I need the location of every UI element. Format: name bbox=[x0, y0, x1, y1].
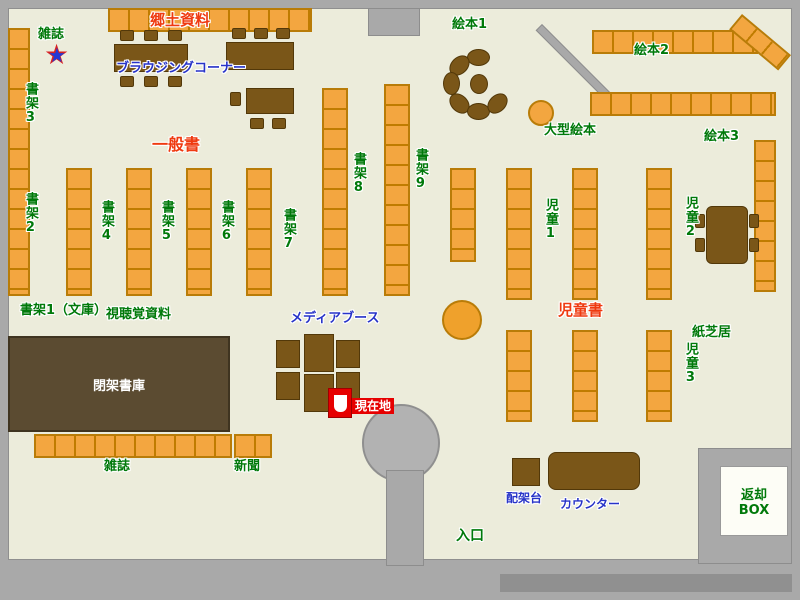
entrance-wall-stub bbox=[386, 470, 424, 566]
chair bbox=[232, 28, 246, 39]
chair bbox=[120, 76, 134, 87]
chair bbox=[168, 76, 182, 87]
children-table bbox=[706, 206, 748, 264]
picture-books-3-label: 絵本3 bbox=[704, 129, 740, 144]
current-location-booth bbox=[328, 388, 352, 418]
media-booth-seat bbox=[336, 340, 360, 368]
return-box-label-line2: BOX bbox=[738, 503, 770, 518]
children-1-label: 児童1 bbox=[542, 198, 558, 242]
shelf-5-label: 書架5 bbox=[158, 200, 174, 244]
shelf-1-bunko-label: 書架1（文庫） bbox=[20, 303, 108, 318]
shelf-unit-newspapers bbox=[234, 434, 272, 458]
stool bbox=[443, 72, 460, 95]
shelf-9-label: 書架9 bbox=[412, 148, 428, 192]
chair bbox=[695, 238, 705, 252]
browsing-table-1 bbox=[114, 44, 188, 72]
entrance-label: 入口 bbox=[456, 528, 484, 544]
top-pillar bbox=[368, 8, 420, 36]
shelf-unit-jido1b bbox=[572, 168, 598, 300]
chair bbox=[168, 30, 182, 41]
return-box-label-line1: 返却 bbox=[740, 488, 767, 503]
picture-books-2-label: 絵本2 bbox=[634, 43, 670, 58]
shelf-unit-jido-lower1 bbox=[506, 330, 532, 422]
sorting-table bbox=[512, 458, 540, 486]
browsing-corner-label: ブラウジングコーナー bbox=[116, 61, 247, 76]
shelf-unit-shoka5 bbox=[126, 168, 152, 296]
chair bbox=[749, 238, 759, 252]
round-display-table bbox=[442, 300, 482, 340]
chair bbox=[695, 214, 705, 228]
media-booth-label: メディアブース bbox=[290, 311, 380, 326]
children-3-label: 児童3 bbox=[682, 342, 698, 386]
shelf-unit-jido1a bbox=[506, 168, 532, 300]
closed-stacks-room: 閉架書庫 bbox=[8, 336, 230, 432]
shelf-8-label: 書架8 bbox=[350, 152, 366, 196]
story-time-center-seat bbox=[470, 74, 488, 94]
audio-visual-label: 視聴覚資料 bbox=[106, 307, 172, 322]
star-icon-inner: ★ bbox=[48, 43, 66, 67]
local-history-label: 郷土資料 bbox=[150, 11, 211, 29]
round-pillar bbox=[362, 404, 440, 482]
you-are-here-badge: 現在地 bbox=[352, 398, 395, 414]
shelf-unit-ehon2 bbox=[592, 30, 758, 54]
chair bbox=[144, 30, 158, 41]
shelf-unit-shoka8 bbox=[322, 88, 348, 296]
picture-books-1-label: 絵本1 bbox=[452, 17, 488, 32]
general-books-label: 一般書 bbox=[152, 135, 201, 154]
children-2-label: 児童2 bbox=[682, 196, 698, 240]
media-booth-seat bbox=[276, 372, 300, 400]
sorting-table-label: 配架台 bbox=[506, 491, 543, 505]
stool bbox=[467, 49, 490, 66]
shelf-unit-left-wall bbox=[8, 28, 30, 296]
chair bbox=[276, 28, 290, 39]
shelf-unit-magazines-bottom bbox=[34, 434, 232, 458]
shelf-unit-local-history bbox=[108, 8, 312, 32]
bottom-wall-dark-strip bbox=[500, 574, 792, 592]
shelf-4-label: 書架4 bbox=[98, 200, 114, 244]
shelf-unit-ehon3 bbox=[590, 92, 776, 116]
magazines-bottom-label: 雑誌 bbox=[104, 459, 131, 474]
chair bbox=[120, 30, 134, 41]
shelf-unit-shoka7 bbox=[246, 168, 272, 296]
service-counter bbox=[548, 452, 640, 490]
browsing-table-2 bbox=[226, 42, 294, 70]
kamishibai-label: 紙芝居 bbox=[692, 325, 732, 340]
newspapers-label: 新聞 bbox=[234, 459, 261, 474]
chair bbox=[749, 214, 759, 228]
shelf-unit-mid-short bbox=[450, 168, 476, 262]
star-icon: ★ ★ bbox=[44, 38, 76, 78]
large-picture-books-label: 大型絵本 bbox=[544, 123, 597, 138]
shelf-6-label: 書架6 bbox=[218, 200, 234, 244]
shelf-unit-shoka9 bbox=[384, 84, 410, 296]
closed-stacks-label: 閉架書庫 bbox=[92, 378, 145, 394]
chair bbox=[144, 76, 158, 87]
shelf-unit-jido2 bbox=[646, 168, 672, 300]
shelf-unit-jido3 bbox=[646, 330, 672, 422]
large-picture-book-stand bbox=[528, 100, 554, 126]
counter-label: カウンター bbox=[560, 497, 621, 511]
shelf-unit-shoka4 bbox=[66, 168, 92, 296]
chair bbox=[230, 92, 241, 106]
shelf-unit-shoka6 bbox=[186, 168, 212, 296]
browsing-table-3 bbox=[246, 88, 294, 114]
current-location-seat bbox=[334, 395, 347, 412]
chair bbox=[272, 118, 286, 129]
media-booth-unit bbox=[304, 334, 334, 372]
children-books-label: 児童書 bbox=[558, 301, 604, 319]
shelf-7-label: 書架7 bbox=[280, 208, 296, 252]
shelf-unit-jido-lower2 bbox=[572, 330, 598, 422]
shelf-3-label: 書架3 bbox=[22, 82, 38, 126]
magazines-top-label: 雑誌 bbox=[38, 27, 65, 42]
return-box-recess: 返却 BOX bbox=[720, 466, 788, 536]
chair bbox=[250, 118, 264, 129]
shelf-2-label: 書架2 bbox=[22, 192, 38, 236]
media-booth-seat bbox=[276, 340, 300, 368]
chair bbox=[254, 28, 268, 39]
star-icon-outer: ★ bbox=[44, 38, 70, 71]
